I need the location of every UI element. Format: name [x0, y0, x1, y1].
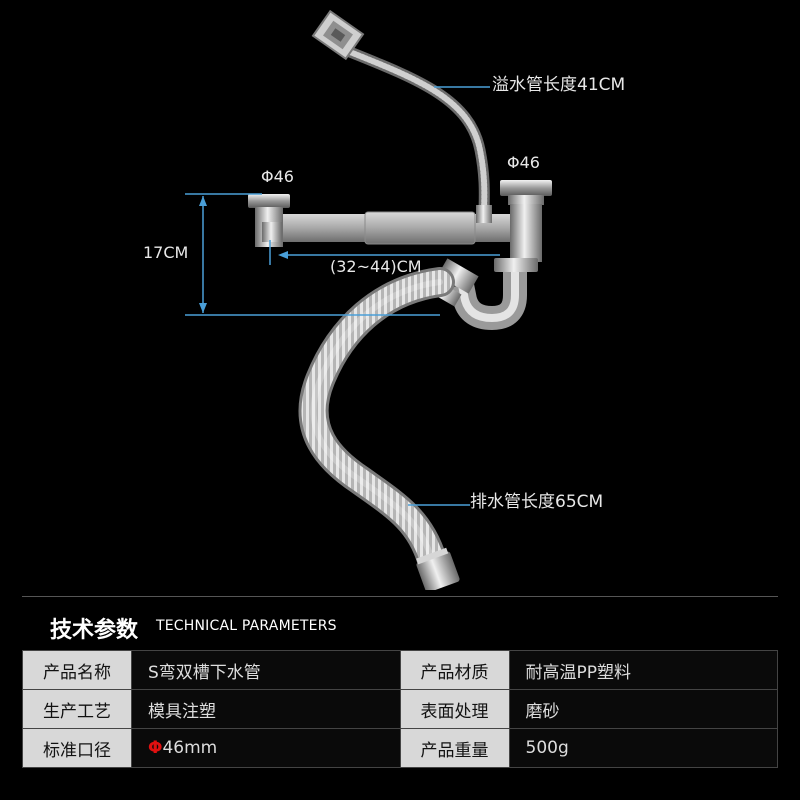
param-value: 耐高温PP塑料 [508, 650, 778, 690]
overflow-hose [311, 9, 490, 221]
right-diameter-label: Φ46 [507, 153, 540, 172]
parameters-title: 技术参数 [50, 618, 139, 643]
width-dimension-label: (32~44)CM [330, 257, 422, 276]
divider [22, 596, 778, 597]
table-row: 标准口径 Φ46mm 产品重量 500g [22, 728, 778, 768]
param-value: 模具注塑 [131, 689, 401, 729]
diameter-symbol: Φ [148, 738, 163, 758]
technical-parameters: 技术参数 TECHNICAL PARAMETERS 产品名称 S弯双槽下水管 产… [22, 596, 778, 788]
height-dimension-label: 17CM [143, 243, 189, 262]
pipe-illustration [185, 9, 552, 593]
drain-hose [298, 267, 460, 593]
parameters-subtitle: TECHNICAL PARAMETERS [156, 618, 337, 634]
drain-hose-end [416, 547, 460, 593]
param-value: 磨砂 [508, 689, 778, 729]
left-drain-fitting [248, 194, 290, 247]
param-key: 生产工艺 [22, 689, 132, 729]
table-row: 生产工艺 模具注塑 表面处理 磨砂 [22, 689, 778, 729]
param-key: 产品重量 [399, 728, 510, 768]
param-value-diameter: Φ46mm [131, 728, 401, 768]
parameters-table: 产品名称 S弯双槽下水管 产品材质 耐高温PP塑料 生产工艺 模具注塑 表面处理… [22, 650, 778, 768]
parameters-header: 技术参数 TECHNICAL PARAMETERS [22, 596, 778, 650]
overflow-hose-length-label: 溢水管长度41CM [492, 75, 626, 95]
right-drain-fitting [476, 180, 552, 272]
diameter-value: 46mm [162, 738, 218, 758]
param-value: 500g [508, 728, 778, 768]
param-value: S弯双槽下水管 [131, 650, 401, 690]
table-row: 产品名称 S弯双槽下水管 产品材质 耐高温PP塑料 [22, 650, 778, 690]
param-key: 标准口径 [22, 728, 132, 768]
overflow-head [311, 9, 365, 61]
product-diagram: 溢水管长度41CM Φ46 Φ46 17CM (32~44)CM 排水管长度65… [143, 9, 626, 593]
left-diameter-label: Φ46 [261, 167, 294, 186]
param-key: 产品名称 [22, 650, 132, 690]
horizontal-pipe [278, 211, 528, 245]
dimension-lines [185, 86, 500, 506]
param-key: 产品材质 [399, 650, 510, 690]
drain-hose-length-label: 排水管长度65CM [470, 492, 604, 512]
param-key: 表面处理 [399, 689, 510, 729]
